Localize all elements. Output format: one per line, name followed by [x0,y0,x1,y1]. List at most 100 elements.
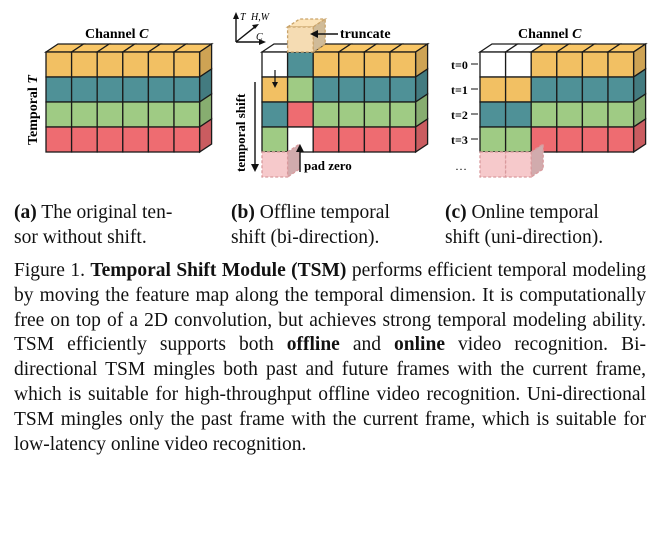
axis-c-label: C [256,32,263,43]
panel-b-cell-r3-c4 [363,126,391,153]
panel-b-cell-r2-c4 [363,101,391,128]
panel-c-channel-label: Channel C [518,27,582,42]
panel-a-cell-r1-c3 [122,76,150,103]
panel-b-cell-r3-c3 [338,126,366,153]
truncate-label: truncate [340,27,391,42]
panel-b-cell-r2-c3 [338,101,366,128]
panel-c-cell-r1-c2 [530,76,558,103]
panel-a-cell-r2-c5 [173,101,201,128]
panel-a-cell-r1-c0 [45,76,73,103]
panel-a-cell-r2-c1 [70,101,98,128]
panel-a-cell-r2-c4 [147,101,175,128]
pad-zero-arrowhead [296,144,304,152]
panel-a-cell-r0-c2 [96,51,124,78]
panel-a-cell-r1-c1 [70,76,98,103]
panel-c-padded-a [479,151,507,178]
panel-c-ellipsis: … [455,159,467,173]
padded-block [261,151,289,178]
panel-a-cell-r3-c4 [147,126,175,153]
panel-b-cell-r1-c4 [363,76,391,103]
panel-c-cell-r1-c1 [504,76,532,103]
panel-c-cell-r3-c2 [530,126,558,153]
subcaption-c: (c) Online temporal shift (uni-direction… [445,202,604,248]
pad-zero-label: pad zero [304,158,352,173]
panel-a-cell-r0-c1 [70,51,98,78]
panel-b-cell-r0-c5 [389,51,417,78]
tsm-diagram: Channel C Temporal T T H,W C truncate te… [26,12,648,179]
panel-b-cell-r1-c2 [312,76,340,103]
panel-b-cell-r0-c3 [338,51,366,78]
panel-c-cell-r0-c1 [504,51,532,78]
panel-c-cell-r3-c4 [581,126,609,153]
panel-c-cell-r0-c0 [479,51,507,78]
figure-caption: Figure 1. Temporal Shift Module (TSM) pe… [14,260,647,455]
panel-c-padded-b [504,151,532,178]
panel-a-cell-r3-c3 [122,126,150,153]
panel-b-cell-r2-c2 [312,101,340,128]
panel-c-cell-r2-c1 [504,101,532,128]
panel-c-cell-r3-c1 [504,126,532,153]
truncated-block [286,26,314,53]
panel-c-cell-r1-c5 [607,76,635,103]
panel-b-cell-r2-c1 [286,101,314,128]
panel-a-cell-r0-c3 [122,51,150,78]
panel-b-cell-r0-c2 [312,51,340,78]
panel-a-cell-r1-c2 [96,76,124,103]
panel-c-cell-r2-c4 [581,101,609,128]
subcaption-a: (a) The original ten- sor without shift. [14,202,173,248]
panel-c-cell-r2-c5 [607,101,635,128]
axis-hw-label: H,W [250,12,271,23]
panel-b-cell-r0-c4 [363,51,391,78]
axes-icon: T H,W C [233,12,271,45]
panel-b-cell-r2-c5 [389,101,417,128]
panel-c-cell-r1-c4 [581,76,609,103]
panel-c-cell-r3-c0 [479,126,507,153]
panel-a-cell-r2-c2 [96,101,124,128]
panel-a-cell-r2-c0 [45,101,73,128]
panel-c-cell-r1-c3 [556,76,584,103]
panel-c-cell-r1-c0 [479,76,507,103]
panel-b-cell-r3-c2 [312,126,340,153]
panel-c-cell-r0-c3 [556,51,584,78]
time-label-3: t=3 [451,133,468,147]
time-label-1: t=1 [451,83,468,97]
panel-a-cell-r3-c0 [45,126,73,153]
panel-a-cell-r3-c1 [70,126,98,153]
panel-a-cell-r3-c5 [173,126,201,153]
panel-c-cell-r3-c3 [556,126,584,153]
panel-b-cell-r0-c1 [286,51,314,78]
panel-a-cell-r0-c4 [147,51,175,78]
panel-a-cell-r2-c3 [122,101,150,128]
panel-c-cell-r0-c4 [581,51,609,78]
panel-a-temporal-label: Temporal T [26,74,41,145]
panel-a-cell-r1-c5 [173,76,201,103]
panel-c-online-shift [477,42,648,179]
panel-c-cell-r0-c5 [607,51,635,78]
panel-b-cell-r1-c3 [338,76,366,103]
panel-a-cell-r1-c4 [147,76,175,103]
shift-down-arrowhead [251,164,259,172]
panel-c-cell-r2-c2 [530,101,558,128]
time-label-2: t=2 [451,108,468,122]
panel-a-cell-r0-c5 [173,51,201,78]
panel-c-cell-r2-c0 [479,101,507,128]
time-label-0: t=0 [451,58,468,72]
panel-c-cell-r0-c2 [530,51,558,78]
panel-a-original-tensor [43,42,214,154]
panel-b-cell-r1-c5 [389,76,417,103]
panel-c-cell-r3-c5 [607,126,635,153]
panel-b-offline-shift [251,17,430,179]
temporal-shift-label: temporal shift [233,93,248,172]
subcaption-b: (b) Offline temporal shift (bi-direction… [231,202,390,248]
panel-b-cell-r3-c0 [261,126,289,153]
panel-b-cell-r1-c1 [286,76,314,103]
truncate-arrowhead [310,30,318,38]
panel-c-cell-r2-c3 [556,101,584,128]
panel-a-cell-r0-c0 [45,51,73,78]
panel-b-cell-r3-c5 [389,126,417,153]
shift-arrowhead-a [272,82,278,88]
panel-a-cell-r3-c2 [96,126,124,153]
axis-t-label: T [240,12,247,23]
panel-b-cell-r2-c0 [261,101,289,128]
panel-a-channel-label: Channel C [85,27,149,42]
